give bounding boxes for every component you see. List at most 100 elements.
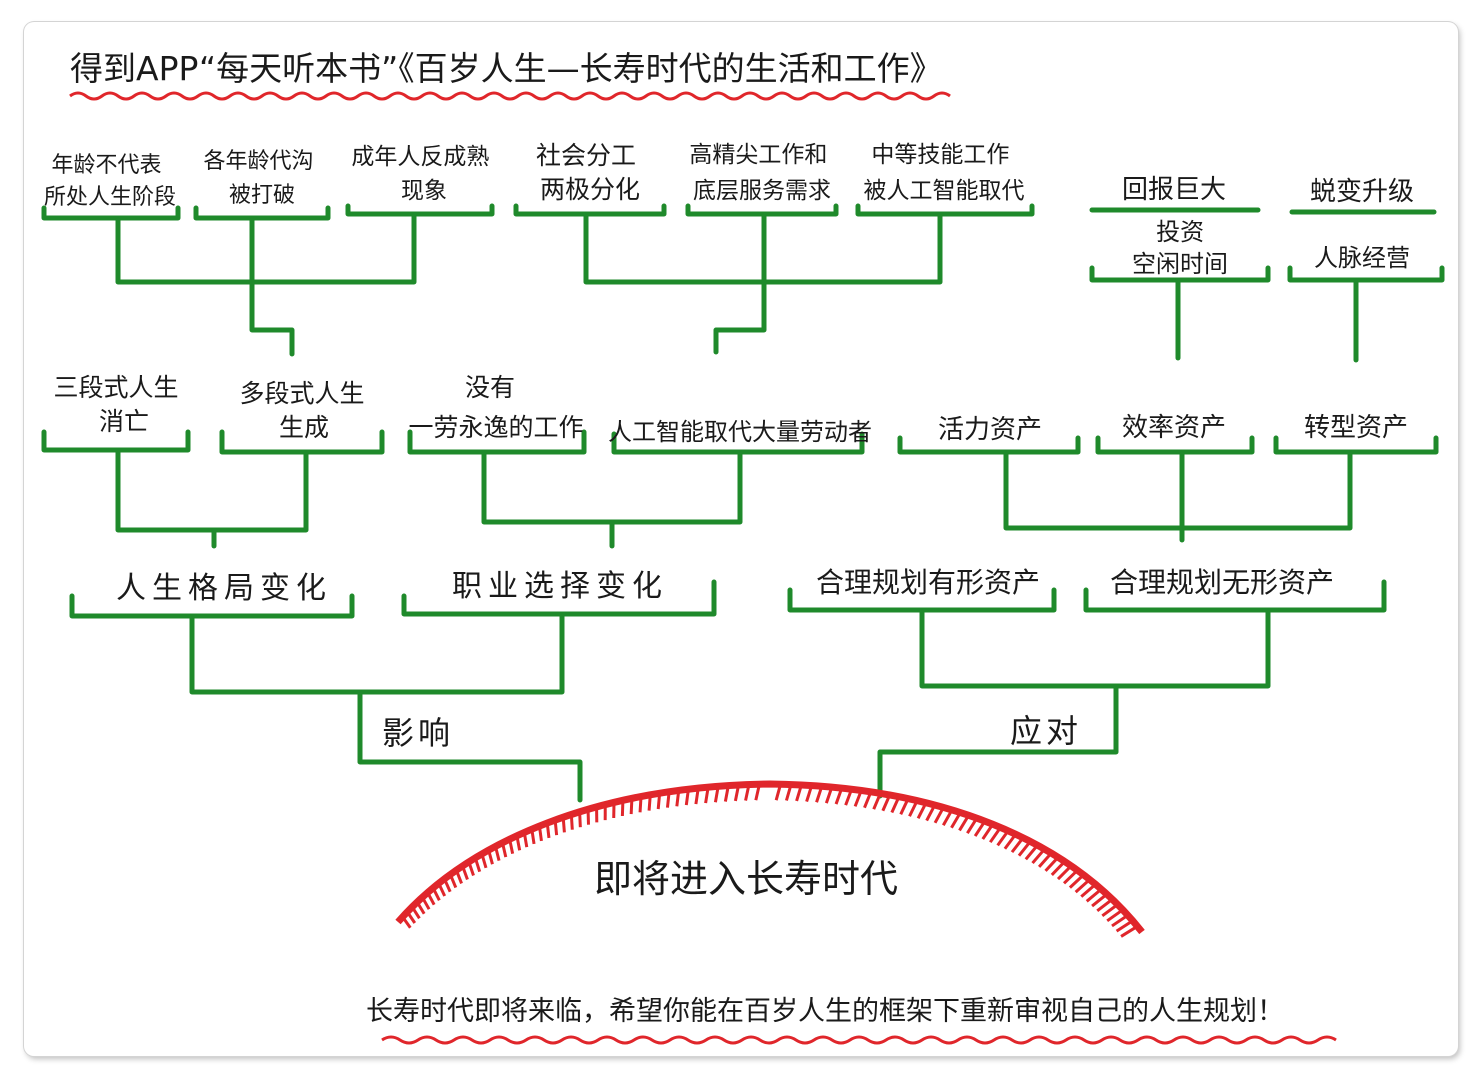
dome-hatch — [487, 849, 494, 865]
cause-generation-gap: 各年龄代沟 被打破 — [203, 149, 320, 208]
dome-hatch — [1010, 836, 1025, 854]
transform-detail-top: 蜕变升级 — [1310, 177, 1414, 207]
dome-hatch — [1037, 852, 1053, 868]
dome-hatch — [1106, 908, 1124, 923]
dome-hatch — [890, 796, 901, 814]
dome-hatch — [1080, 883, 1097, 898]
efficiency-detail-mid: 投资 空闲时间 — [1132, 218, 1228, 278]
dome-hatch — [656, 793, 662, 810]
dome-hatch — [795, 784, 803, 802]
node-ai-replaces-workers: 人工智能取代大量劳动者 — [608, 418, 872, 446]
dome-hatch — [665, 791, 671, 808]
dome-hatch — [1024, 844, 1039, 861]
dome-hatch — [578, 811, 582, 828]
node-three-stage-life: 三段式人生 消亡 — [54, 373, 187, 436]
dome-hatch — [744, 784, 751, 801]
branch-response: 应对 — [1010, 712, 1082, 750]
node-no-lifetime-job: 没有 一劳永逸的工作 — [408, 373, 583, 442]
dome-hatch — [844, 788, 853, 806]
dome-hatch — [421, 896, 431, 910]
dome-hatch — [774, 783, 783, 801]
cause-anti-maturity: 成年人反成熟 现象 — [351, 144, 496, 204]
dome-hatch — [1031, 848, 1046, 865]
dome-hatch — [401, 916, 412, 929]
dome-hatch — [561, 817, 566, 833]
dome-hatch — [950, 811, 962, 829]
dome-hatch — [410, 906, 421, 920]
node-career-change: 职业选择变化 — [452, 569, 668, 604]
branch-influence: 影响 — [382, 714, 454, 752]
node-multi-stage-life: 多段式人生 生成 — [240, 379, 373, 442]
connector-lines — [41, 203, 1445, 803]
dome-hatch — [1096, 898, 1114, 913]
core-dome — [395, 780, 1145, 938]
dome-hatch — [925, 804, 937, 822]
dome-hatch — [824, 786, 834, 804]
dome-hatch — [1120, 925, 1139, 938]
dome-hatch — [415, 901, 426, 915]
footer-underline — [381, 1035, 1337, 1045]
dome-hatch — [853, 789, 863, 807]
node-life-pattern-change: 人生格局变化 — [116, 571, 332, 606]
transform-detail-mid: 人脉经营 — [1314, 244, 1410, 272]
dome-hatch — [431, 887, 441, 901]
dome-hatch — [1062, 869, 1079, 885]
dome-hatch — [908, 800, 919, 817]
dome-hatch — [620, 800, 625, 817]
dome-hatch — [638, 796, 643, 813]
dome-hatch — [1101, 903, 1119, 918]
card-frame — [24, 22, 1458, 1056]
dome-hatch — [473, 857, 482, 873]
dome-hatch — [1115, 919, 1134, 933]
node-tangible-assets: 合理规划有形资产 — [816, 566, 1040, 599]
dome-hatch — [834, 787, 844, 805]
dome-hatch — [501, 842, 508, 858]
dome-hatch — [958, 814, 970, 832]
dome-hatch — [1091, 893, 1108, 908]
dome-hatch — [973, 820, 987, 837]
efficiency-detail-top: 回报巨大 — [1122, 175, 1226, 205]
dome-hatch — [437, 882, 447, 897]
dome-hatch — [1111, 913, 1129, 928]
dome-hatch — [1085, 888, 1103, 903]
dome-hatch — [530, 828, 536, 845]
footer-text: 长寿时代即将来临，希望你能在百岁人生的框架下重新审视自己的人生规划！ — [366, 996, 1284, 1027]
dome-hatch — [1044, 856, 1060, 872]
dome-hatch — [1003, 833, 1017, 850]
cause-division-polarize: 社会分工 两极分化 — [536, 141, 644, 204]
dome-hatch — [966, 817, 979, 835]
dome-hatch — [805, 785, 814, 802]
dome-hatch — [916, 802, 928, 820]
dome-hatch — [426, 891, 436, 906]
asset-vitality: 活力资产 — [938, 415, 1042, 445]
dome-hatch — [933, 806, 945, 824]
dome-hatch — [694, 787, 700, 805]
dome-hatch — [723, 785, 730, 802]
dome-hatch — [455, 869, 463, 885]
title-underline — [69, 91, 951, 101]
dome-hatch — [704, 786, 710, 804]
dome-hatch — [467, 861, 475, 876]
dome-hatch — [569, 814, 574, 830]
dome-hatch — [675, 790, 681, 807]
dome-hatch — [784, 784, 793, 801]
dome-hatch — [881, 794, 892, 812]
dome-hatch — [443, 878, 452, 893]
cause-mid-skill-replaced: 中等技能工作 被人工智能取代 — [864, 142, 1025, 204]
dome-hatch — [537, 825, 543, 842]
dome-hatch — [494, 846, 501, 861]
dome-hatch — [449, 874, 458, 889]
dome-hatch — [1017, 840, 1032, 857]
dome-hatch — [863, 791, 873, 809]
dome-hatch — [899, 798, 910, 815]
dome-hatch — [515, 835, 522, 851]
dome-hatch — [1050, 860, 1066, 876]
dome-hatch — [713, 786, 720, 803]
dome-hatch — [942, 809, 954, 826]
dome-hatch — [1068, 873, 1085, 889]
dome-hatch — [1074, 878, 1091, 894]
cause-age-stage: 年龄不代表 所处人生阶段 — [44, 153, 176, 210]
asset-efficiency: 效率资产 — [1122, 413, 1226, 443]
dome-hatch — [480, 853, 488, 869]
